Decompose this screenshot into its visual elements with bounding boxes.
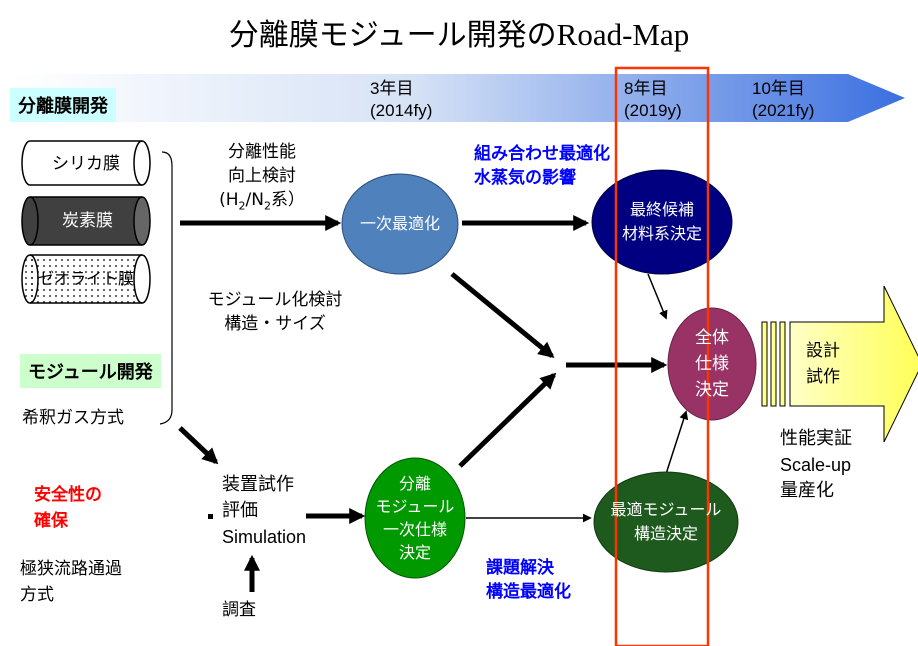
brace	[159, 151, 173, 425]
carbon-cylinder	[21, 196, 151, 246]
stripe-2	[770, 321, 777, 407]
page-title: 分離膜モジュール開発のRoad-Map	[0, 10, 918, 54]
module-study-line1: モジュール化検討	[207, 290, 343, 310]
timeline-arrow	[10, 74, 905, 122]
safety-line1: 安全性の	[34, 485, 102, 505]
arrow-primary-to-merge	[450, 272, 555, 359]
device-line2: 評価	[222, 500, 258, 521]
optimal-node	[593, 471, 739, 573]
device-line1: 装置試作	[222, 474, 294, 495]
optimal-line2: 構造決定	[633, 524, 698, 543]
device-trial: 装置試作 評価 Simulation	[222, 472, 306, 550]
module-spec-line4: 決定	[398, 543, 431, 562]
final-line1: 最終候補	[629, 200, 694, 219]
final-node-label: 最終候補 材料系決定	[592, 170, 732, 274]
combo-optimization: 組み合わせ最適化 水蒸気の影響	[474, 142, 610, 190]
overall-line1: 全体	[695, 328, 729, 348]
milestone-year8-line1: 8年目	[624, 79, 668, 98]
result-list: 性能実証 Scale-up 量産化	[780, 426, 852, 504]
overall-node	[667, 307, 757, 421]
highlight-rect-2019	[614, 66, 710, 646]
final-node	[591, 169, 733, 275]
silica-label: シリカ膜	[52, 154, 120, 174]
arrow-optimal-to-overall	[665, 410, 689, 475]
perf-line2: 向上検討	[228, 166, 296, 186]
optimal-node-label: 最適モジュール 構造決定	[594, 472, 738, 572]
milestone-year8: 8年目 (2019y)	[624, 78, 682, 122]
stripe-1	[761, 321, 768, 407]
design-line1: 設計	[806, 341, 840, 361]
task-solution: 課題解決 構造最適化	[486, 556, 571, 604]
milestone-year3: 3年目 (2014fy)	[370, 78, 432, 122]
primary-node-label: 一次最適化	[359, 214, 440, 233]
result-line3: 量産化	[780, 480, 834, 501]
section-label-membrane: 分離膜開発	[10, 88, 116, 122]
module-study-line2: 構造・サイズ	[224, 314, 326, 334]
perf-study: 分離性能 向上検討 (H2/N2系）	[212, 140, 312, 218]
bullet-square	[208, 514, 213, 519]
result-line2: Scale-up	[780, 455, 852, 475]
milestone-year10-line2: (2021fy)	[752, 101, 815, 120]
perf-line3: (H2/N2系）	[219, 190, 305, 213]
title-jp: 分離膜モジュール開発の	[228, 18, 557, 53]
channel-line1: 極狭流路通過	[20, 559, 122, 579]
carbon-label: 炭素膜	[62, 211, 113, 231]
module-spec-line3: 一次仕様	[382, 520, 447, 539]
safety-label: 安全性の 確保	[34, 482, 102, 534]
result-line1: 性能実証	[780, 428, 852, 449]
device-line3: Simulation	[222, 527, 307, 547]
arrow-final-to-overall	[647, 273, 668, 320]
module-spec-node	[364, 457, 466, 579]
channel-line2: 方式	[20, 585, 54, 605]
dilution-method: 希釈ガス方式	[22, 408, 124, 428]
perf-line1: 分離性能	[228, 142, 296, 162]
combo-line1: 組み合わせ最適化	[474, 144, 610, 164]
section-label-module: モジュール開発	[20, 354, 161, 388]
milestone-year3-line1: 3年目	[370, 79, 414, 98]
title-en: Road-Map	[556, 17, 690, 52]
design-arrow	[789, 285, 918, 443]
design-line2: 試作	[806, 367, 840, 387]
module-spec-line1: 分離	[398, 474, 431, 493]
arrow-module-to-merge	[458, 372, 557, 468]
milestone-year8-line2: (2019y)	[624, 101, 682, 120]
milestone-year10-line1: 10年目	[752, 79, 805, 98]
overall-line2: 仕様	[695, 354, 729, 374]
combo-line2: 水蒸気の影響	[474, 168, 576, 188]
stripe-3	[779, 321, 786, 407]
primary-node	[341, 173, 459, 275]
overall-node-label: 全体 仕様 決定	[668, 308, 756, 420]
milestone-year10: 10年目 (2021fy)	[752, 78, 814, 122]
zeolite-cylinder	[21, 254, 151, 304]
arrow-dilution-to-device	[178, 426, 219, 465]
module-spec-label: 分離 モジュール 一次仕様 決定	[365, 458, 465, 578]
survey-label: 調査	[222, 600, 256, 620]
channel-method: 極狭流路通過 方式	[20, 556, 122, 608]
safety-line2: 確保	[34, 511, 68, 531]
milestone-year3-line2: (2014fy)	[370, 101, 433, 120]
silica-cylinder	[21, 140, 151, 186]
task-line2: 構造最適化	[486, 582, 571, 602]
overall-line3: 決定	[695, 380, 729, 400]
optimal-line1: 最適モジュール	[610, 500, 722, 519]
module-spec-line2: モジュール	[375, 497, 455, 516]
zeolite-label: ゼオライト膜	[38, 269, 135, 288]
module-study: モジュール化検討 構造・サイズ	[190, 288, 360, 336]
design-trial: 設計 試作	[806, 338, 840, 390]
final-line2: 材料系決定	[621, 224, 702, 243]
task-line1: 課題解決	[486, 558, 554, 578]
